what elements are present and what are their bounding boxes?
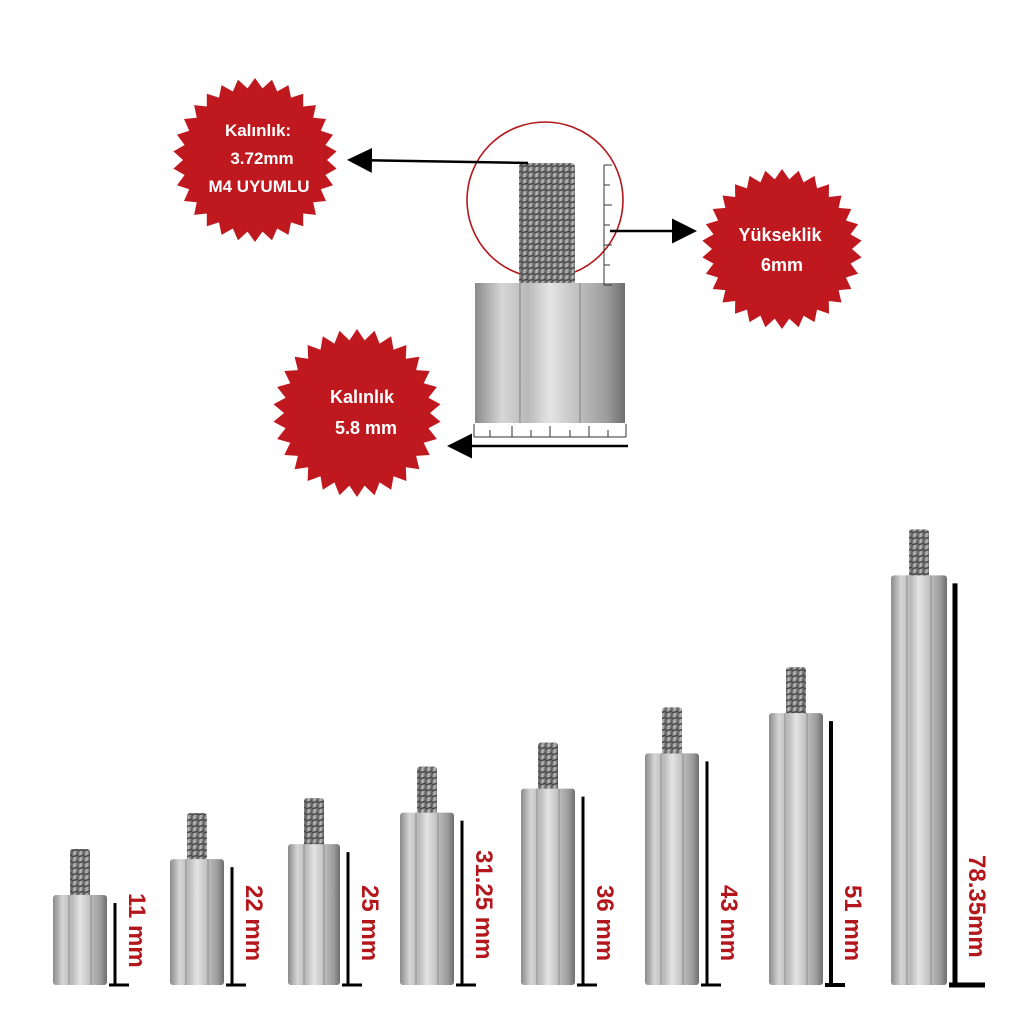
standoff-thread xyxy=(786,667,806,716)
standoff-body xyxy=(891,575,947,985)
badge-body: Kalınlık 5.8 mm xyxy=(273,329,441,497)
badge-height-line2: 6mm xyxy=(761,255,803,275)
standoff-thread xyxy=(909,529,929,578)
detail-thread xyxy=(519,163,575,285)
badge-thread-shape xyxy=(173,78,337,242)
standoff-8: 78.35mm xyxy=(891,529,990,988)
standoff-body xyxy=(769,713,823,985)
badge-body-line1: Kalınlık xyxy=(330,387,395,407)
standoff-thread xyxy=(417,766,437,815)
standoff-body xyxy=(521,788,575,985)
standoff-thread xyxy=(70,849,90,897)
dimension-label: 11 mm xyxy=(123,893,150,968)
standoff-6: 43 mm xyxy=(645,707,742,987)
standoff-thread xyxy=(187,813,207,862)
height-ruler xyxy=(603,164,612,286)
badge-thread-line3: M4 UYUMLU xyxy=(208,177,309,196)
dimension-label: 31.25 mm xyxy=(470,850,497,959)
badge-thread-line1: Kalınlık: xyxy=(225,121,291,140)
dimension-label: 22 mm xyxy=(240,885,267,961)
dimension-label: 25 mm xyxy=(356,885,383,961)
badge-height-line1: Yükseklik xyxy=(738,225,822,245)
dimension-label: 51 mm xyxy=(839,885,866,961)
badge-body-line2: 5.8 mm xyxy=(335,418,397,438)
badge-height: Yükseklik 6mm xyxy=(702,169,862,329)
badge-thread: Kalınlık: 3.72mm M4 UYUMLU xyxy=(173,78,337,242)
detail-body xyxy=(475,283,625,423)
dimension-label: 36 mm xyxy=(591,885,618,961)
standoff-body xyxy=(170,859,224,985)
dimension-label: 43 mm xyxy=(715,885,742,961)
standoff-1: 11 mm xyxy=(53,849,150,987)
badge-body-shape xyxy=(273,329,441,497)
standoff-lineup: 11 mm 22 mm 25 mm 31.25 mm 36 mm 43 mm 51 mm 78… xyxy=(53,529,990,988)
detail-standoff xyxy=(347,121,697,459)
arrow-to-thread-badge xyxy=(347,147,529,173)
standoff-body xyxy=(645,753,699,985)
standoff-body xyxy=(53,895,107,985)
standoff-4: 31.25 mm xyxy=(400,766,497,987)
badge-thread-line2: 3.72mm xyxy=(230,149,293,168)
standoff-2: 22 mm xyxy=(170,813,267,987)
dimension-label: 78.35mm xyxy=(963,855,990,958)
standoff-body xyxy=(288,844,340,985)
standoff-3: 25 mm xyxy=(288,798,383,987)
standoff-thread xyxy=(304,798,324,847)
standoff-body xyxy=(400,812,454,985)
standoff-7: 51 mm xyxy=(769,667,866,987)
standoff-thread xyxy=(662,707,682,756)
standoff-thread xyxy=(538,742,558,791)
width-ruler xyxy=(473,424,627,438)
badge-height-shape xyxy=(702,169,862,329)
standoff-5: 36 mm xyxy=(521,742,618,987)
